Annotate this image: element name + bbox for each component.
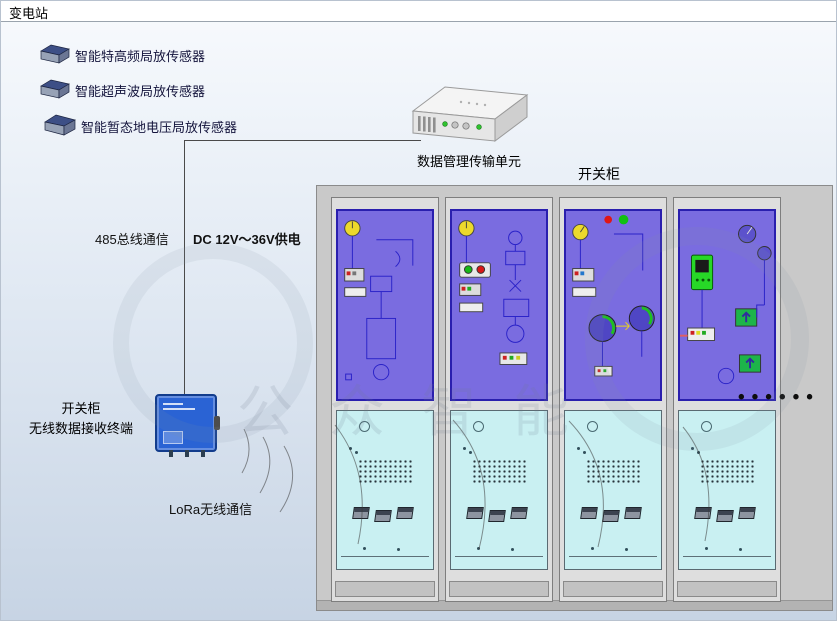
pd-sensor-box [396, 507, 414, 519]
pd-sensor-box [580, 507, 598, 519]
cabinet-4-lower [678, 410, 776, 570]
cabinet-1 [331, 197, 439, 602]
cabinet-base [335, 581, 435, 597]
cabinet-base [563, 581, 663, 597]
vent-grid [586, 459, 642, 484]
cabinet-3-panel [564, 209, 662, 401]
cabinet-base [677, 581, 777, 597]
pd-sensor-box [352, 507, 370, 519]
header-bar: 变电站 [1, 1, 836, 22]
sensor-label-ultrasonic: 智能超声波局放传感器 [75, 84, 206, 99]
lora-label: LoRa无线通信 [169, 502, 253, 517]
pd-sensor-box [374, 510, 392, 522]
dmu-device [411, 86, 529, 142]
vent-grid [358, 459, 414, 484]
cabinet-2 [445, 197, 553, 602]
cabinet-1-lower [336, 410, 434, 570]
bus-label: 485总线通信 [95, 232, 169, 247]
page-title: 变电站 [9, 6, 49, 21]
dmu-label: 数据管理传输单元 [416, 154, 521, 169]
wireless-terminal-device [155, 394, 220, 457]
cabinet-2-panel [450, 209, 548, 401]
terminal-label-pad [163, 431, 183, 444]
tev-sensor-icon [44, 114, 76, 136]
vent-grid [472, 459, 528, 484]
cabinet-2-lower [450, 410, 548, 570]
uhf-sensor-icon [40, 44, 70, 64]
pd-sensor-box [694, 507, 712, 519]
cabinet-1-panel [336, 209, 434, 401]
cabinet-4-panel [678, 209, 776, 401]
sensor-label-uhf: 智能特高频局放传感器 [75, 49, 206, 64]
more-cabinets-dots: •••••• [738, 387, 820, 408]
cabinet-3-lower [564, 410, 662, 570]
cabinet-base [449, 581, 549, 597]
power-label: DC 12V～36V供电 [193, 232, 301, 247]
bus-line-vertical [184, 140, 185, 394]
pd-sensor-box [510, 507, 528, 519]
pd-sensor-box [466, 507, 484, 519]
pd-sensor-box [488, 510, 506, 522]
sensor-label-tev: 智能暂态地电压局放传感器 [81, 120, 238, 135]
pd-sensor-box [716, 510, 734, 522]
terminal-label-line2: 无线数据接收终端 [28, 421, 133, 436]
terminal-label-line1: 开关柜 [61, 401, 101, 416]
pd-sensor-box [602, 510, 620, 522]
cabinet-3 [559, 197, 667, 602]
pd-sensor-box [738, 507, 756, 519]
switchgear-label: 开关柜 [578, 166, 620, 182]
vent-grid [700, 459, 756, 484]
bus-line-horizontal [185, 140, 421, 141]
pd-sensor-box [624, 507, 642, 519]
ultrasonic-sensor-icon [40, 79, 70, 99]
antenna-icon [214, 416, 220, 430]
